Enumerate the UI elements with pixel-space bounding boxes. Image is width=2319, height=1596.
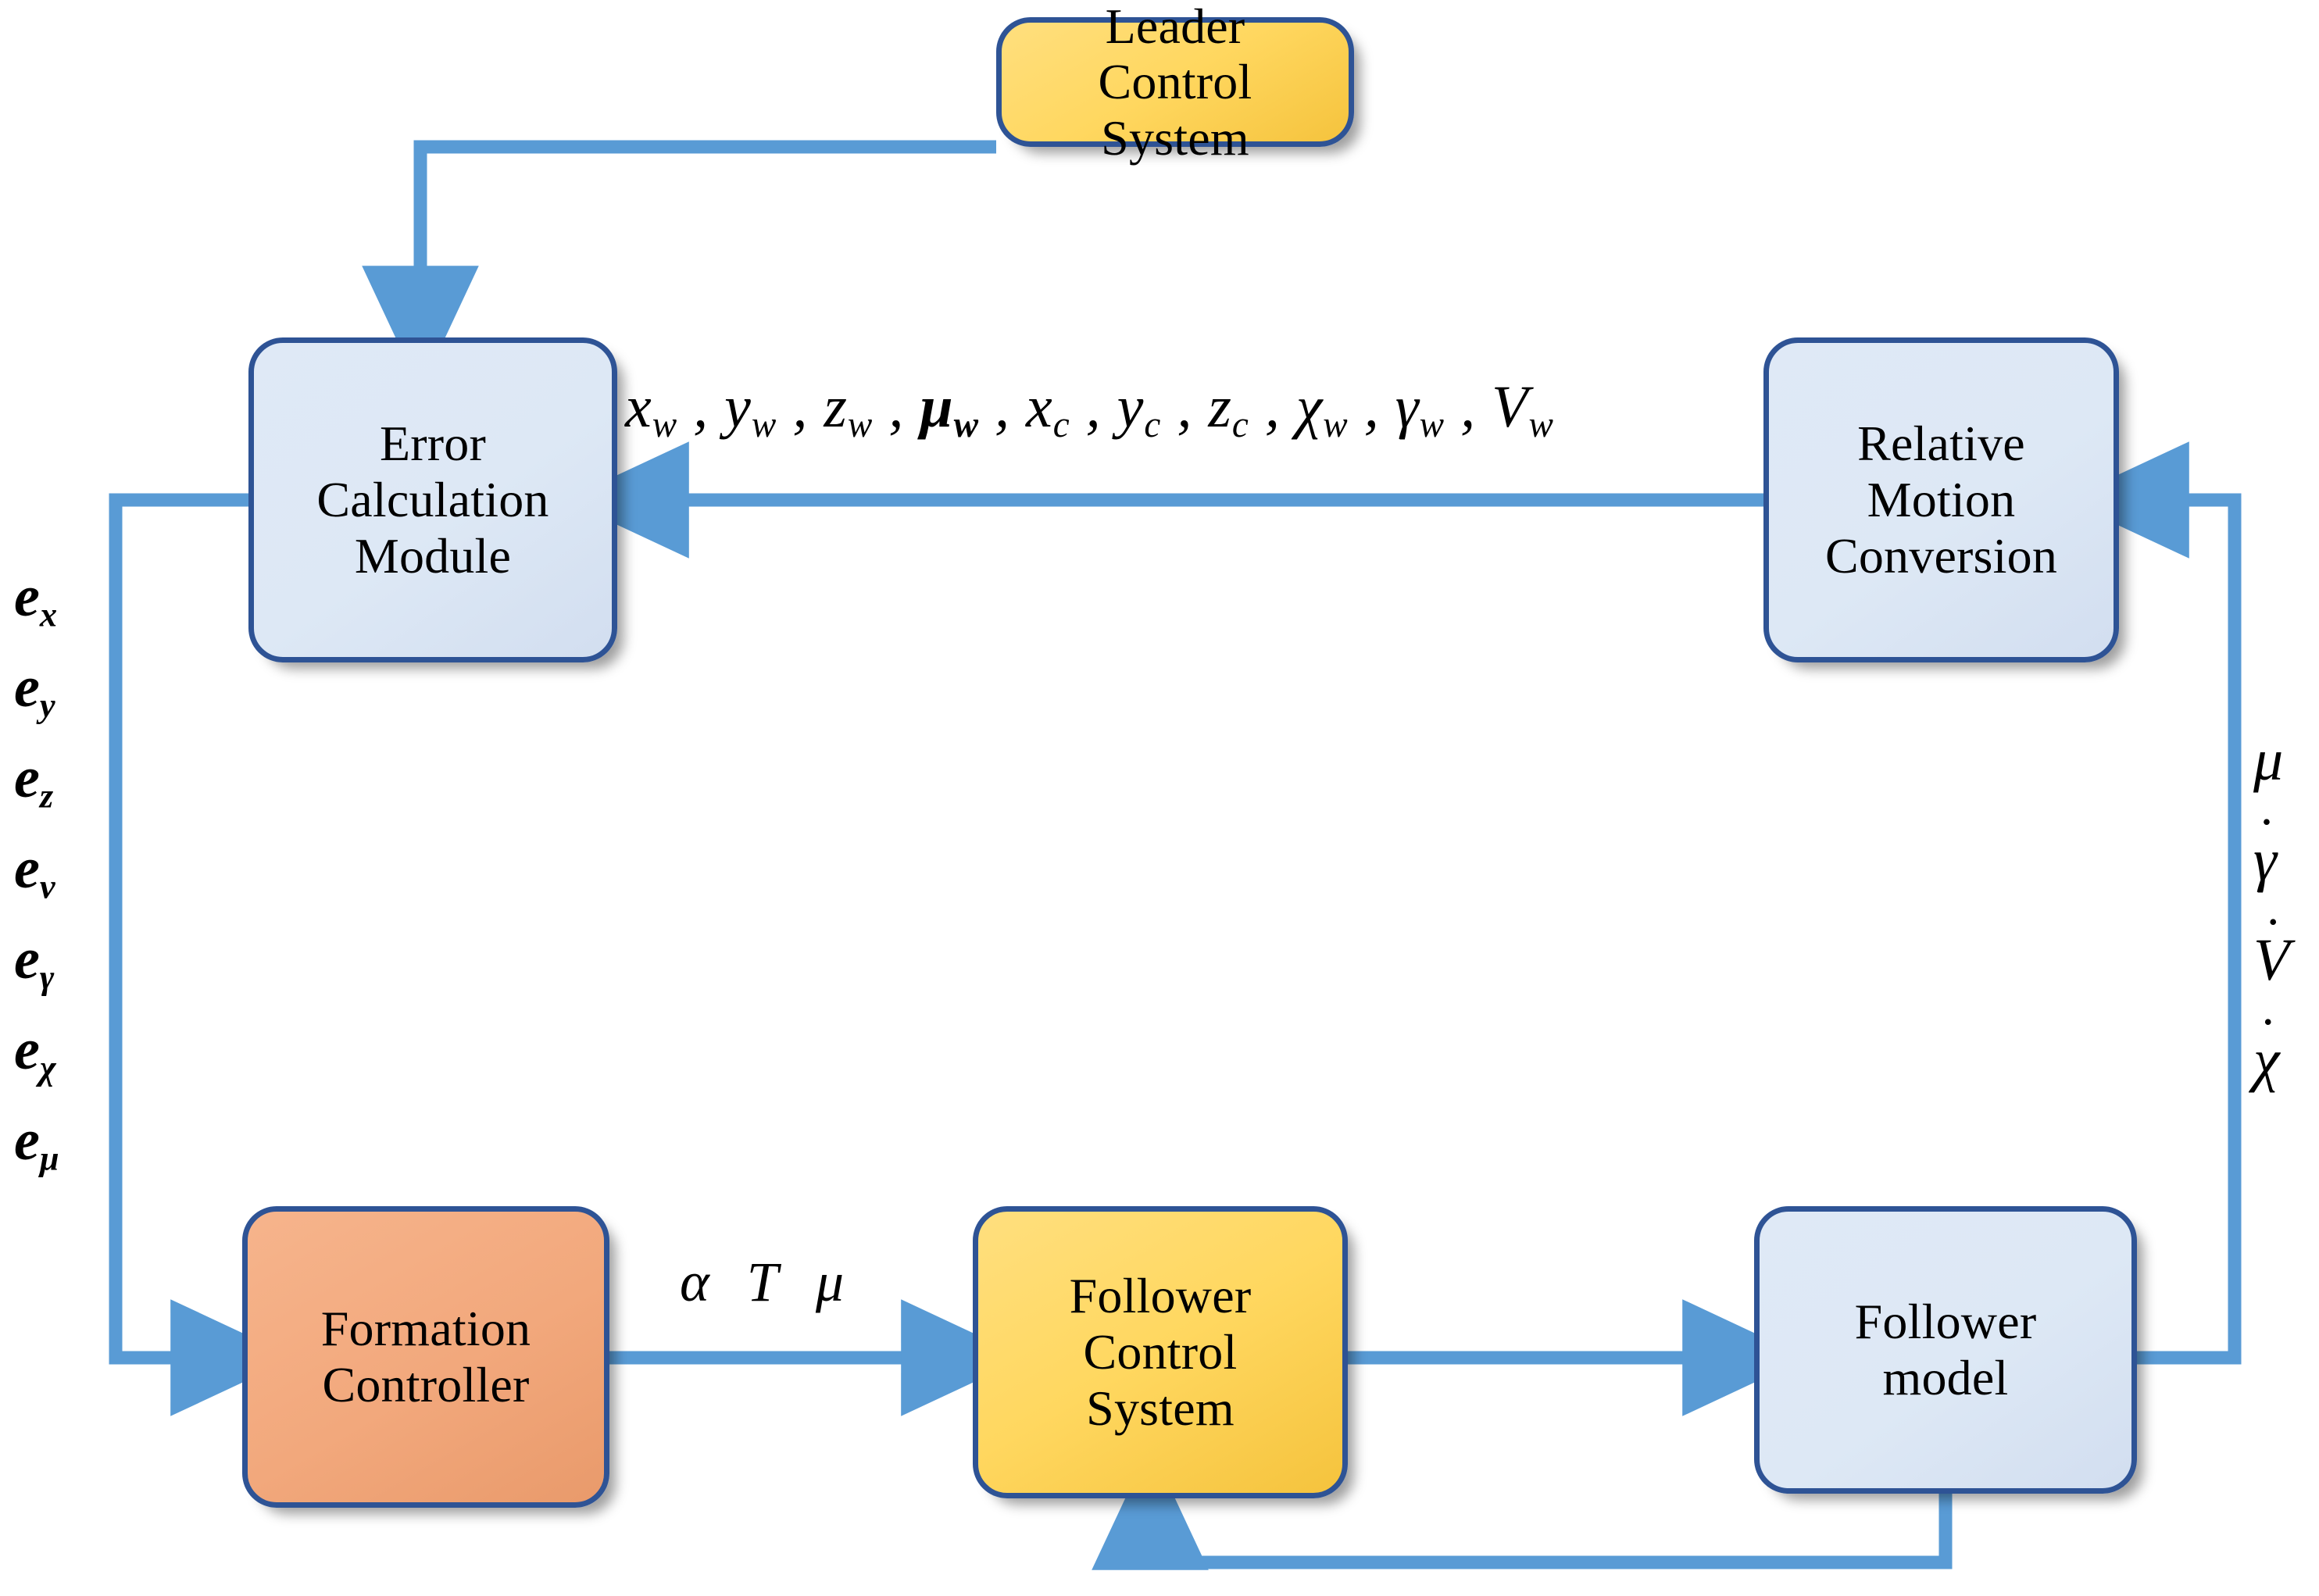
error-variable-e-y: ey xyxy=(14,655,55,725)
node-leader-control-system[interactable]: Leader Control System xyxy=(996,0,1354,166)
edge-error-to-formation xyxy=(109,493,295,1416)
signal-separator: , xyxy=(1070,374,1117,440)
signal-separator: , xyxy=(873,374,920,440)
signal-separator: , xyxy=(1445,374,1492,440)
signal-term-y-w: yw xyxy=(724,374,777,446)
error-variable-e-μ: eμ xyxy=(14,1109,59,1178)
signal-term-x-c: xc xyxy=(1026,374,1070,446)
node-error-calculation-module[interactable]: Error Calculation Module xyxy=(248,337,617,662)
signal-separator: , xyxy=(677,374,725,440)
node-follower-control-system-label: Follower Control System xyxy=(1069,1268,1252,1436)
signal-term-z-c: zc xyxy=(1208,374,1249,446)
signal-separator: , xyxy=(1249,374,1296,440)
control-input-thrust-T: T xyxy=(746,1251,780,1313)
node-follower-model[interactable]: Follower model xyxy=(1754,1206,2137,1494)
node-follower-model-label: Follower model xyxy=(1854,1294,2037,1405)
signal-term-V-w: Vw xyxy=(1492,374,1554,446)
edge-followermodel-bottom-feedback xyxy=(1092,1445,1953,1570)
edge-leader-to-error xyxy=(362,140,996,391)
error-variable-e-γ: eγ xyxy=(14,927,55,997)
rate-variable-dot-V: V˙ xyxy=(2253,906,2290,993)
state-signal-vector-label: xw , yw , zw , μw , xc , yc , zc , χw , … xyxy=(625,373,1554,446)
signal-term-y-c: yc xyxy=(1117,374,1162,446)
signal-separator: , xyxy=(1348,374,1395,440)
rate-variable-dot-χ: χ˙ xyxy=(2253,1006,2280,1093)
signal-separator: , xyxy=(777,374,824,440)
signal-term-x-w: xw xyxy=(625,374,678,446)
node-formation-controller-label: Formation Controller xyxy=(320,1301,531,1412)
signal-separator: , xyxy=(1161,374,1209,440)
node-leader-control-system-label: Leader Control System xyxy=(1098,0,1252,166)
rate-variable-μ: μ xyxy=(2253,727,2284,793)
node-relative-motion-conversion-label: Relative Motion Conversion xyxy=(1824,416,2058,584)
signal-separator: , xyxy=(979,374,1027,440)
error-variable-e-χ: eχ xyxy=(14,1018,56,1087)
error-variable-e-v: ev xyxy=(14,837,55,906)
signal-term-μ-w: μw xyxy=(920,374,980,446)
rate-variable-dot-γ: γ˙ xyxy=(2253,806,2277,893)
error-variable-e-z: ez xyxy=(14,746,54,816)
node-error-calculation-module-label: Error Calculation Module xyxy=(316,416,549,584)
signal-term-γ-w: γw xyxy=(1395,374,1445,446)
node-follower-control-system[interactable]: Follower Control System xyxy=(973,1206,1348,1498)
node-formation-controller[interactable]: Formation Controller xyxy=(242,1206,609,1508)
signal-term-z-w: zw xyxy=(824,374,874,446)
control-input-mu: μ xyxy=(815,1251,845,1313)
error-variable-e-x: ex xyxy=(14,565,58,634)
signal-term-χ-w: χw xyxy=(1295,374,1349,446)
control-input-alpha: α xyxy=(680,1251,711,1313)
node-relative-motion-conversion[interactable]: Relative Motion Conversion xyxy=(1763,337,2119,662)
